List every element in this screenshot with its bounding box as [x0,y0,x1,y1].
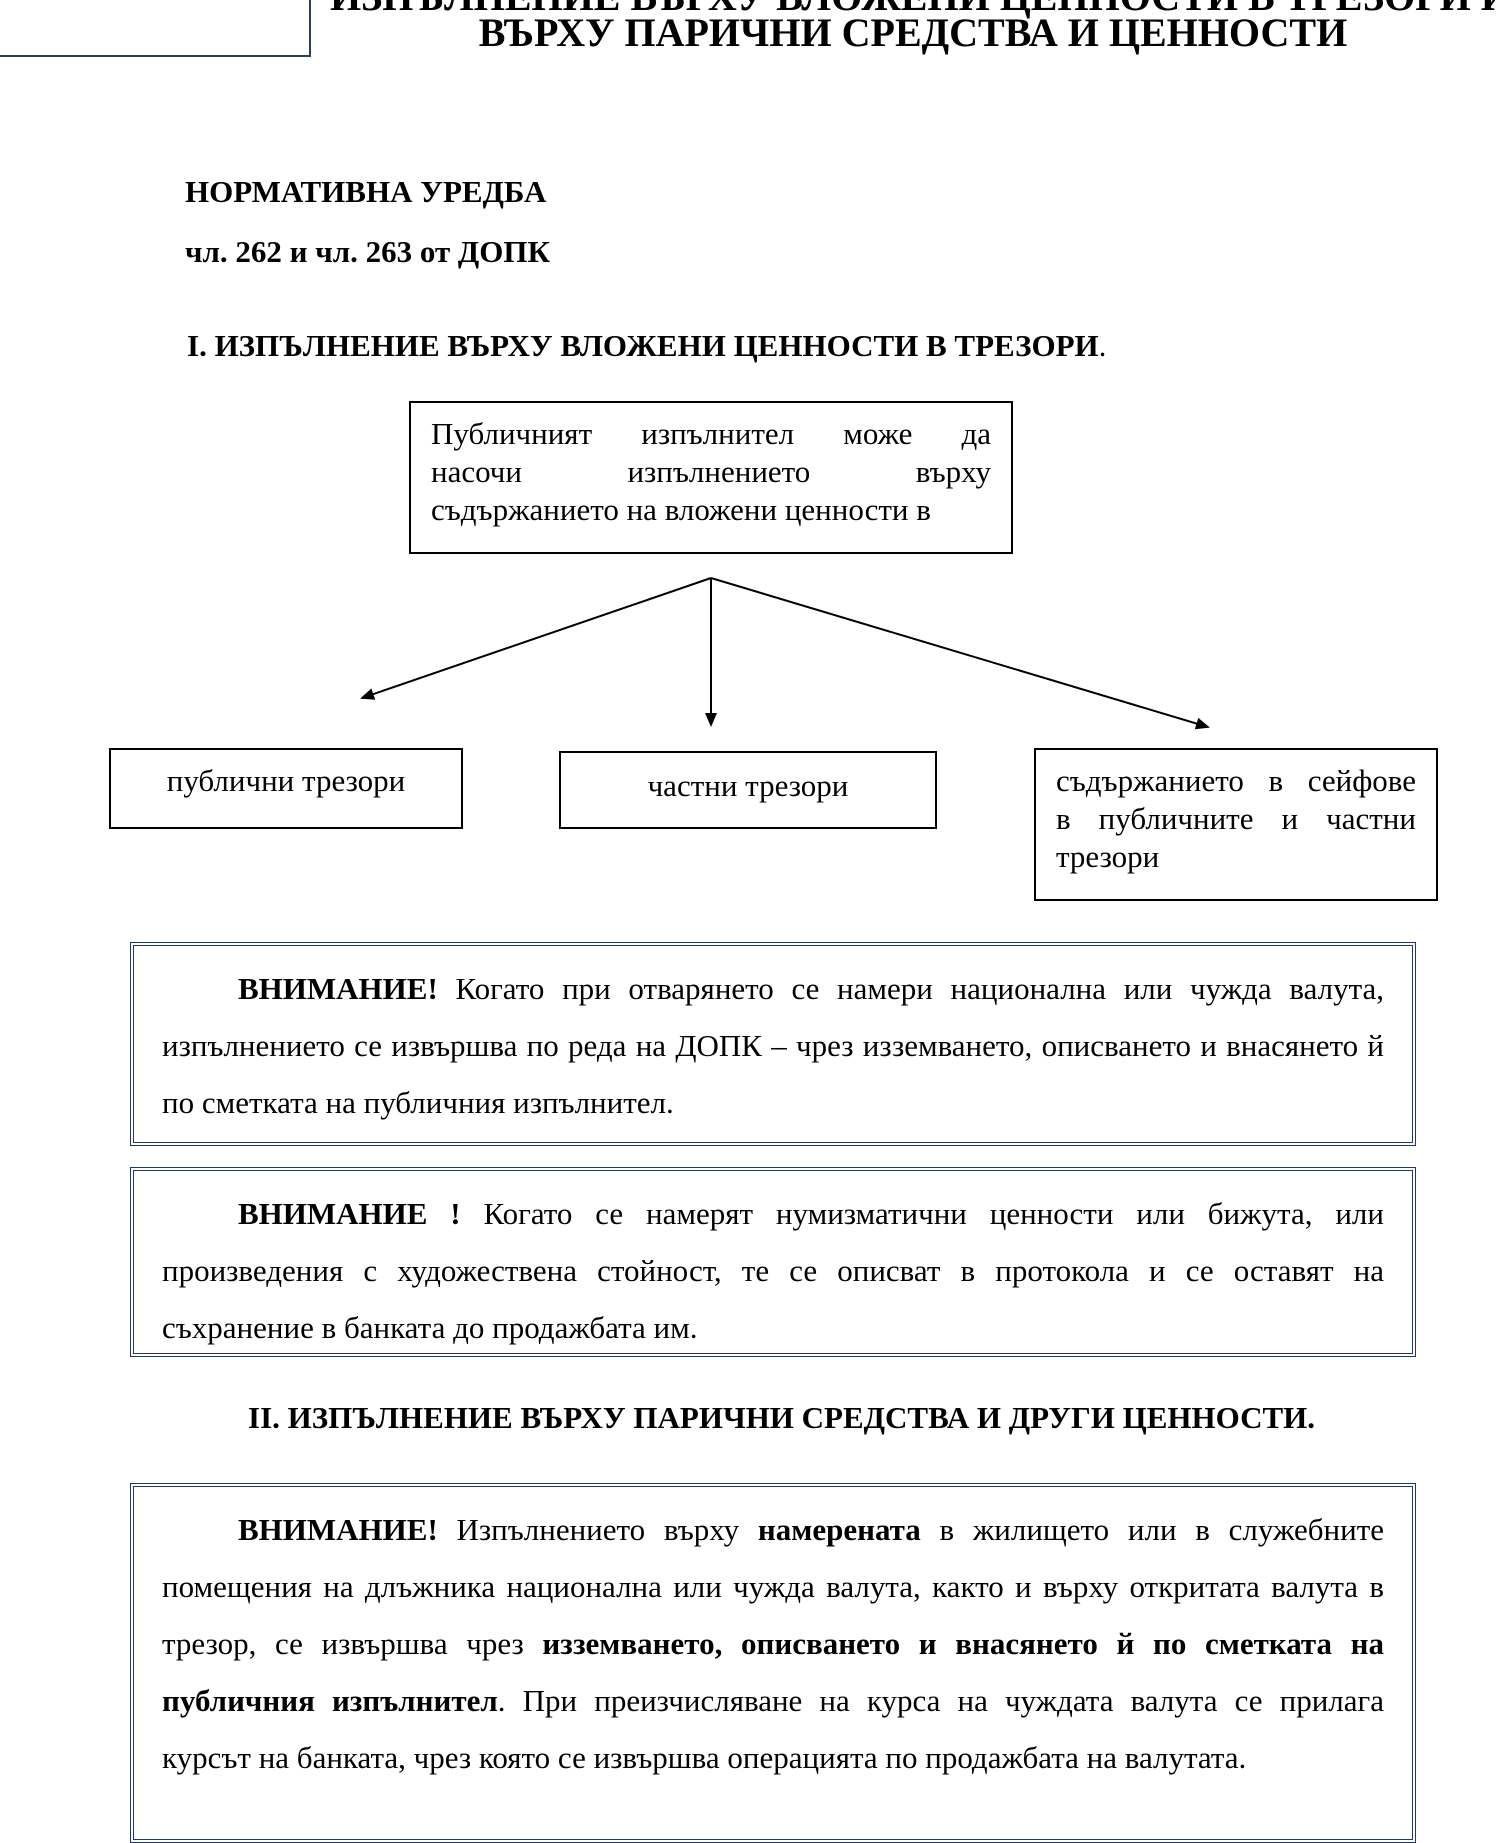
notice-cash-body-b: в жилището или в служебните помещения на… [162,1512,1385,1661]
notice-currency: ВНИМАНИЕ! Когато при отварянето се намер… [130,942,1416,1146]
header-title-line2: ВЪРХУ ПАРИЧНИ СРЕДСТВА И ЦЕННОСТИ [478,10,1348,55]
header-divider-vertical [309,0,311,57]
notice-cash-bold-b: изземването, описването и внасянето й по… [162,1626,1384,1718]
section1-title: I. ИЗПЪЛНЕНИЕ ВЪРХУ ВЛОЖЕНИ ЦЕННОСТИ В Т… [187,328,1106,364]
diagram-child-public-vaults: публични трезори [109,748,463,829]
arrow-left [360,577,712,700]
diagram-child-safes: съдържанието в сейфове в публичните и ча… [1034,748,1438,901]
diagram-root-box: Публичният изпълнител може да насочи изп… [409,401,1013,554]
notice-cash-text: ВНИМАНИЕ! Изпълнението върху намерената … [162,1501,1384,1786]
section2-title: II. ИЗПЪЛНЕНИЕ ВЪРХУ ПАРИЧНИ СРЕДСТВА И … [248,1400,1316,1435]
notice-currency-body: Когато при отварянето се намери национал… [162,971,1384,1120]
notice-cash-body-a: Изпълнението върху [437,1512,758,1547]
root-line-3: съдържанието на вложени ценности в [431,492,931,527]
child3-line-2: в публичните и частни [1056,801,1416,836]
section1-title-suffix: . [1098,328,1107,363]
legal-reference: чл. 262 и чл. 263 от ДОПК [185,234,550,269]
notice-cash-body-c: . При преизчисляване на курса на чуждата… [162,1683,1384,1775]
child3-line-1: съдържанието в сейфове [1056,763,1416,798]
notice-currency-text: ВНИМАНИЕ! Когато при отварянето се намер… [162,960,1384,1131]
header-divider-horizontal [0,55,310,57]
notice-cash: ВНИМАНИЕ! Изпълнението върху намерената … [130,1483,1416,1843]
arrow-right [710,577,1210,730]
diagram-child-private-vaults: частни трезори [559,751,937,829]
child1-label: публични трезори [166,763,406,798]
notice-valuables-text: ВНИМАНИЕ ! Когато се намерят нумизматичн… [162,1185,1384,1356]
notice-cash-bold-a: намерената [757,1512,921,1547]
section1-title-text: I. ИЗПЪЛНЕНИЕ ВЪРХУ ВЛОЖЕНИ ЦЕННОСТИ В Т… [187,328,1099,363]
notice-valuables-label: ВНИМАНИЕ ! [238,1196,461,1231]
notice-valuables: ВНИМАНИЕ ! Когато се намерят нумизматичн… [130,1167,1416,1357]
notice-valuables-body: Когато се намерят нумизматични ценности … [162,1196,1384,1345]
root-line-2: насочи изпълнението върху [431,454,991,489]
legal-heading: НОРМАТИВНА УРЕДБА [185,174,547,209]
notice-cash-label: ВНИМАНИЕ! [238,1512,438,1547]
notice-currency-label: ВНИМАНИЕ! [238,971,438,1006]
child2-label: частни трезори [647,768,849,803]
child3-line-3: трезори [1056,839,1160,874]
root-line-1: Публичният изпълнител може да [431,416,991,451]
